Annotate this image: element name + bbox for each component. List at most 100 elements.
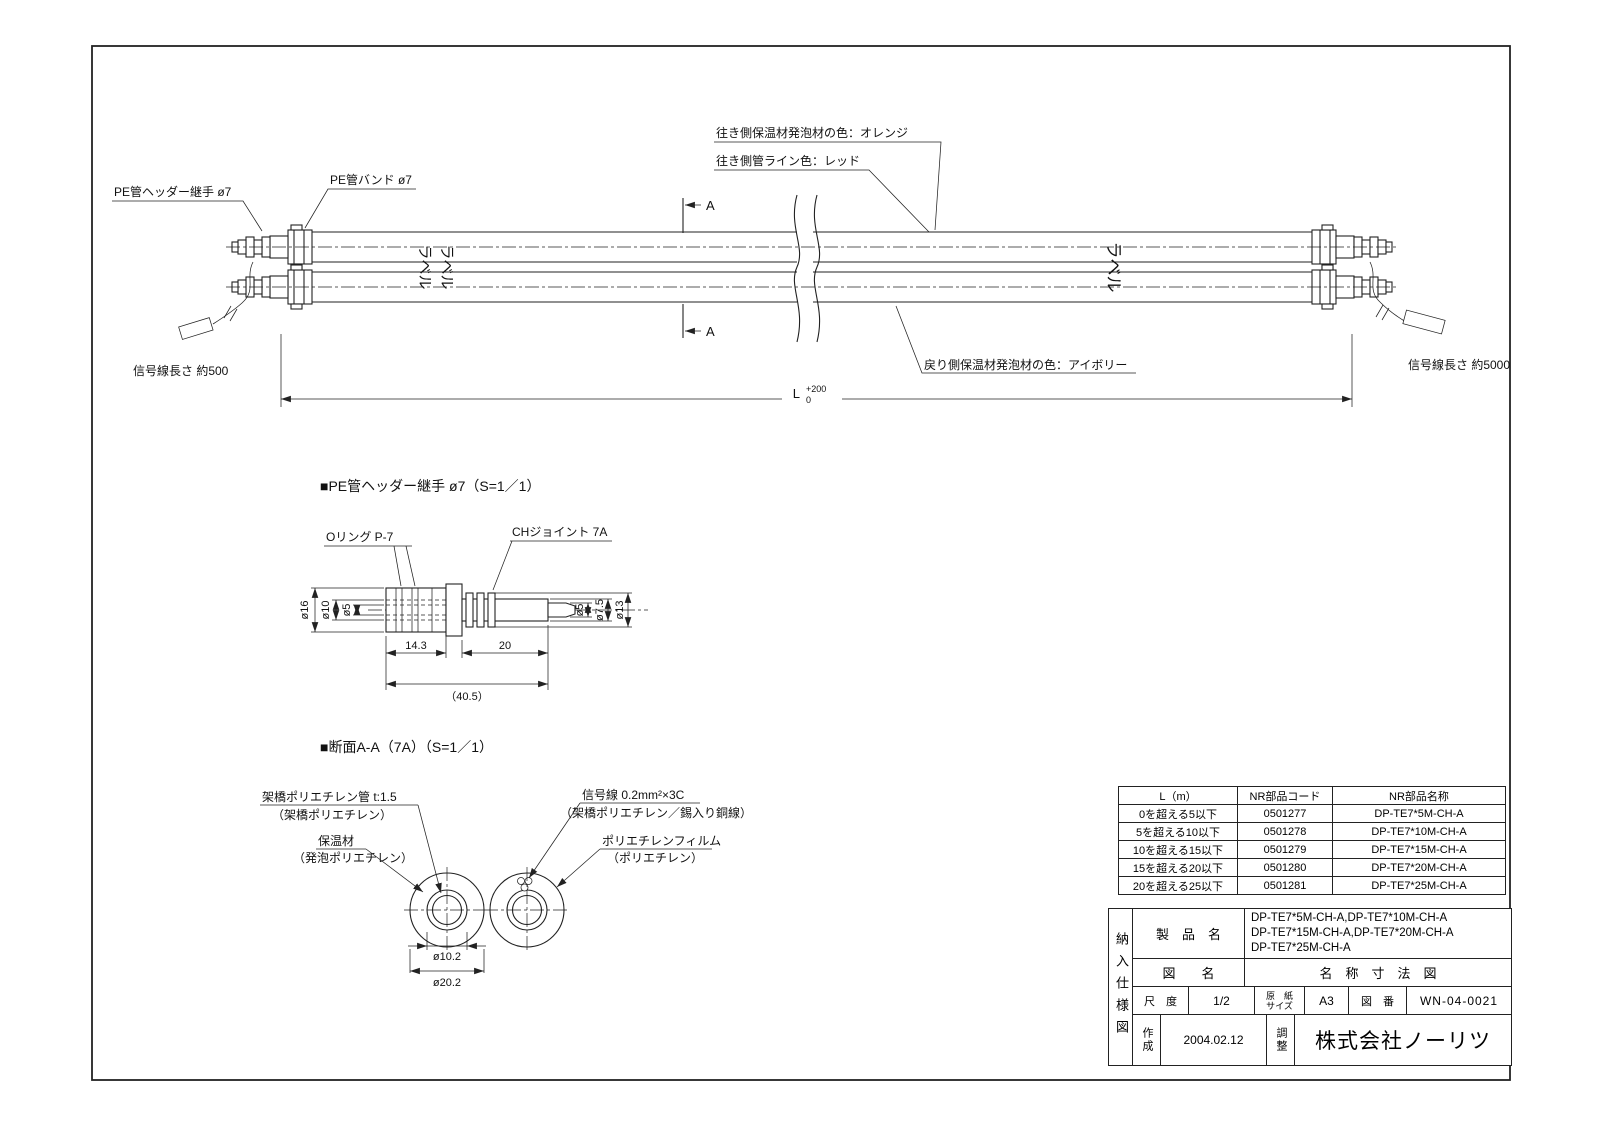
callout-supply-foam-color: 往き側保温材発泡材の色：オレンジ — [714, 125, 942, 231]
callout-xlpe-pipe: 架橋ポリエチレン管 t:1.5 （架橋ポリエチレン） — [260, 789, 442, 894]
detail-title: ■PE管ヘッダー継手 ø7（S=1／1） — [320, 478, 540, 494]
section-mark-top-label: A — [706, 198, 715, 213]
callout-insulation: 保温材 （発泡ポリエチレン） — [293, 834, 424, 893]
parts-table-header: L（m） NR部品コード NR部品名称 — [1119, 787, 1505, 805]
callout-pe-band-text: PE管バンド ø7 — [330, 172, 412, 187]
signal-wire-left: 信号線長さ 約500 — [133, 261, 254, 378]
paper-size-label: 原 紙 サイズ — [1255, 987, 1305, 1014]
dim-outer: ø20.2 — [433, 977, 461, 989]
cell-length: 10を超える15以下 — [1119, 841, 1238, 858]
callout-pe-header-joint-text: PE管ヘッダー継手 ø7 — [114, 184, 232, 199]
signal-wire-core — [520, 883, 529, 892]
cell-name: DP-TE7*20M-CH-A — [1371, 861, 1467, 874]
dim-inner: ø10.2 — [433, 951, 461, 963]
scale-value: 1/2 — [1189, 987, 1255, 1014]
callout-insulation-paren: （発泡ポリエチレン） — [293, 851, 413, 865]
callout-supply-foam-text: 往き側保温材発泡材の色：オレンジ — [716, 125, 908, 140]
table-row: 5を超える10以下 0501278 DP-TE7*10M-CH-A — [1119, 823, 1505, 841]
col-header-name: NR部品名称 — [1389, 790, 1449, 803]
detail-dims-right: ø5 ø7.5 ø13 — [495, 592, 632, 628]
dim-L-tol-upper: +200 — [806, 384, 826, 394]
section-mark-bottom-label: A — [706, 324, 715, 339]
title-block-scale-row: 尺 度 1/2 原 紙 サイズ A3 図 番 WN-04-0021 — [1133, 987, 1511, 1015]
dim-len-barb: 20 — [499, 640, 511, 652]
table-row: 10を超える15以下 0501279 DP-TE7*15M-CH-A — [1119, 841, 1505, 859]
drawing-name-label: 図 名 — [1133, 959, 1245, 986]
callout-xlpe-pipe-text: 架橋ポリエチレン管 t:1.5 — [262, 789, 397, 804]
signal-left-label: 信号線長さ 約500 — [133, 363, 229, 378]
section-mark-bottom: A — [682, 304, 715, 339]
dim-d5-left: ø5 — [341, 604, 353, 617]
cell-name: DP-TE7*15M-CH-A — [1371, 843, 1467, 856]
drawing-name: 名 称 寸 法 図 — [1319, 966, 1437, 981]
detail-dims-bottom: 14.3 20 （40.5） — [385, 625, 549, 703]
detail-dims-left: ø16 ø10 ø5 — [299, 587, 384, 633]
product-name-line: DP-TE7*25M-CH-A — [1251, 942, 1351, 954]
break-line-left — [793, 194, 801, 343]
callout-film-paren: （ポリエチレン） — [607, 851, 703, 865]
created-date: 2004.02.12 — [1161, 1015, 1267, 1065]
company-name: 株式会社ノーリツ — [1315, 1030, 1491, 1053]
callout-signal-text: 信号線 0.2mm²×3C — [582, 787, 685, 802]
break-line-right — [813, 194, 821, 343]
table-row: 0を超える5以下 0501277 DP-TE7*5M-CH-A — [1119, 805, 1505, 823]
scale-label: 尺 度 — [1133, 987, 1189, 1014]
dim-len-total: （40.5） — [445, 690, 488, 703]
pipe-fittings — [231, 224, 1393, 310]
callout-pe-film: ポリエチレンフィルム （ポリエチレン） — [556, 834, 721, 888]
dim-d16: ø16 — [299, 601, 311, 620]
callout-return-foam-color: 戻り側保温材発泡材の色：アイボリー — [895, 305, 1136, 374]
paper-size-value: A3 — [1305, 987, 1349, 1014]
callout-signal-paren: （架橋ポリエチレン／錫入り銅線） — [560, 805, 752, 820]
cell-length: 20を超える25以下 — [1119, 877, 1238, 894]
callout-pe-band: PE管バンド ø7 — [304, 172, 416, 229]
table-row: 20を超える25以下 0501281 DP-TE7*25M-CH-A — [1119, 877, 1505, 894]
label-oring: Oリング P-7 — [324, 530, 416, 587]
cell-name: DP-TE7*5M-CH-A — [1374, 807, 1464, 820]
section-mark-top: A — [682, 198, 715, 233]
callout-insulation-text: 保温材 — [318, 834, 354, 848]
title-block-drawing-name-row: 図 名 名 称 寸 法 図 — [1133, 959, 1511, 987]
cell-code: 0501280 — [1238, 859, 1333, 876]
table-row: 15を超える20以下 0501280 DP-TE7*20M-CH-A — [1119, 859, 1505, 877]
product-name-line: DP-TE7*15M-CH-A,DP-TE7*20M-CH-A — [1251, 927, 1454, 939]
cell-length: 5を超える10以下 — [1119, 823, 1238, 840]
col-header-code: NR部品コード — [1238, 787, 1333, 804]
signal-wire-core — [524, 877, 533, 885]
dim-L-label: L — [793, 386, 800, 401]
pipe-label-left-1: ラベル — [416, 244, 433, 289]
cell-name: DP-TE7*10M-CH-A — [1371, 825, 1467, 838]
cell-length: 0を超える5以下 — [1119, 805, 1238, 822]
cell-code: 0501279 — [1238, 841, 1333, 858]
callout-pe-header-joint: PE管ヘッダー継手 ø7 — [112, 184, 263, 232]
cell-length: 15を超える20以下 — [1119, 859, 1238, 876]
section-center-marks — [404, 867, 570, 953]
signal-right-label: 信号線長さ 約5000 — [1408, 357, 1510, 372]
dim-L-tol-lower: 0 — [806, 395, 811, 405]
section-dims: ø10.2 ø20.2 — [408, 932, 486, 989]
signal-wire-right: 信号線長さ 約5000 — [1369, 261, 1510, 372]
cell-code: 0501281 — [1238, 877, 1333, 894]
title-block-product-row: 製 品 名 DP-TE7*5M-CH-A,DP-TE7*10M-CH-A DP-… — [1133, 909, 1511, 959]
cell-code: 0501277 — [1238, 805, 1333, 822]
pipe-label-right: ラベル — [1104, 242, 1123, 293]
doc-type-label: 納入仕様図 — [1109, 909, 1133, 1065]
product-names: DP-TE7*5M-CH-A,DP-TE7*10M-CH-A DP-TE7*15… — [1245, 909, 1511, 958]
callout-film-text: ポリエチレンフィルム — [602, 834, 721, 848]
cell-name: DP-TE7*25M-CH-A — [1371, 879, 1467, 892]
section-view: ■断面A-A（7A）（S=1／1） 架橋ポリエチレン管 t:1.5 （架橋ポリエ… — [260, 739, 752, 989]
adjusted-label: 調整 — [1267, 1015, 1295, 1065]
dim-len-body: 14.3 — [405, 640, 426, 652]
product-name-label: 製 品 名 — [1133, 909, 1245, 958]
created-label: 作成 — [1133, 1015, 1161, 1065]
label-oring-text: Oリング P-7 — [326, 530, 394, 544]
signal-wire-core — [517, 877, 525, 885]
fig-no-value: WN-04-0021 — [1419, 993, 1499, 1008]
joint-profile — [385, 583, 576, 637]
dim-d13: ø13 — [614, 601, 626, 620]
main-assembly-drawing: ラベル ラベル ラベル PE管ヘッダー継手 ø7 PE管バンド ø7 往き側保温… — [112, 125, 1510, 407]
callout-xlpe-pipe-paren: （架橋ポリエチレン） — [272, 808, 392, 822]
title-block-created-row: 作成 2004.02.12 調整 株式会社ノーリツ — [1133, 1015, 1511, 1065]
